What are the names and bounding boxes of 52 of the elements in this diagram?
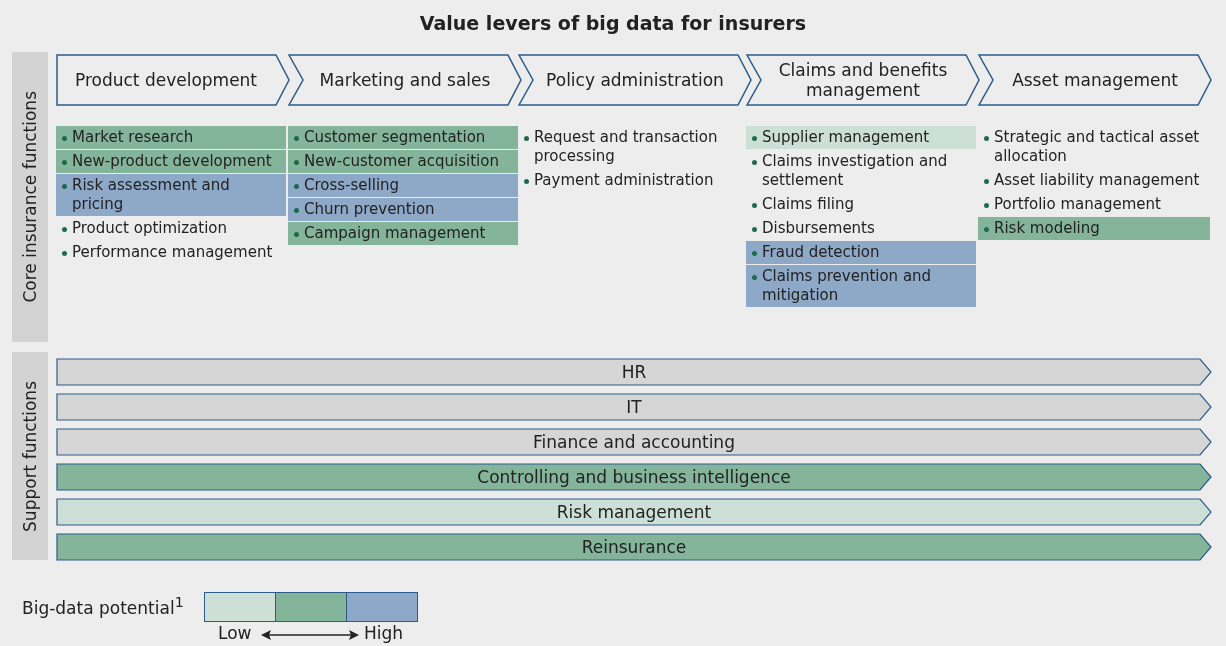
lever-item: Campaign management: [288, 222, 518, 245]
function-bar: [56, 533, 1212, 561]
side-heading: Core insurance functions: [20, 91, 40, 303]
function-bar: [56, 358, 1212, 386]
bar-label: Controlling and business intelligence: [477, 467, 791, 487]
value-chain-stage: [746, 54, 980, 106]
lever-item: Asset liability management: [978, 169, 1210, 192]
diagram-title: Value levers of big data for insurers: [418, 12, 808, 34]
bar-label: HR: [621, 362, 647, 382]
lever-item: New-product development: [56, 150, 286, 173]
lever-item: Market research: [56, 126, 286, 149]
value-chain-stage: [56, 54, 290, 106]
lever-item: Risk modeling: [978, 217, 1210, 240]
lever-item: Risk assessment and pricing: [56, 174, 286, 216]
stage-label: Product development: [73, 70, 259, 90]
function-bar: [56, 463, 1212, 491]
scale-label: Low: [218, 623, 252, 643]
stage-label: Claims and benefits management: [777, 60, 949, 100]
lever-item: Fraud detection: [746, 241, 976, 264]
value-chain-stage: [288, 54, 522, 106]
lever-item: Claims filing: [746, 193, 976, 216]
value-chain-stage: [518, 54, 752, 106]
bar-label: Reinsurance: [581, 537, 687, 557]
side-band: [12, 52, 48, 342]
legend-title: Big-data potential$^{1}$: [22, 594, 184, 618]
scale-label: High: [364, 623, 404, 643]
lever-item: New-customer acquisition: [288, 150, 518, 173]
stage-label: Marketing and sales: [318, 70, 492, 90]
bar-label: Finance and accounting: [533, 432, 735, 452]
function-bar: [56, 498, 1212, 526]
value-chain-stage: [978, 54, 1212, 106]
lever-item: Supplier management: [746, 126, 976, 149]
lever-item: Claims investigation and settlement: [746, 150, 976, 192]
stage-label: Policy administration: [545, 70, 725, 90]
lever-item: Portfolio management: [978, 193, 1210, 216]
lever-item: Customer segmentation: [288, 126, 518, 149]
stage-label: Asset management: [1011, 70, 1179, 90]
lever-item: Claims prevention and mitigation: [746, 265, 976, 307]
lever-item: Performance management: [56, 241, 286, 264]
side-band: [12, 352, 48, 560]
lever-item: Disbursements: [746, 217, 976, 240]
bar-label: Risk management: [556, 502, 712, 522]
lever-item: Payment administration: [518, 169, 740, 192]
function-bar: [56, 428, 1212, 456]
lever-item: Product optimization: [56, 217, 286, 240]
side-heading: Support functions: [20, 380, 40, 532]
function-bar: [56, 393, 1212, 421]
lever-item: Strategic and tactical asset allocation: [978, 126, 1210, 168]
lever-item: Request and transaction processing: [518, 126, 740, 168]
lever-item: Cross-selling: [288, 174, 518, 197]
lever-item: Churn prevention: [288, 198, 518, 221]
bar-label: IT: [626, 397, 642, 417]
